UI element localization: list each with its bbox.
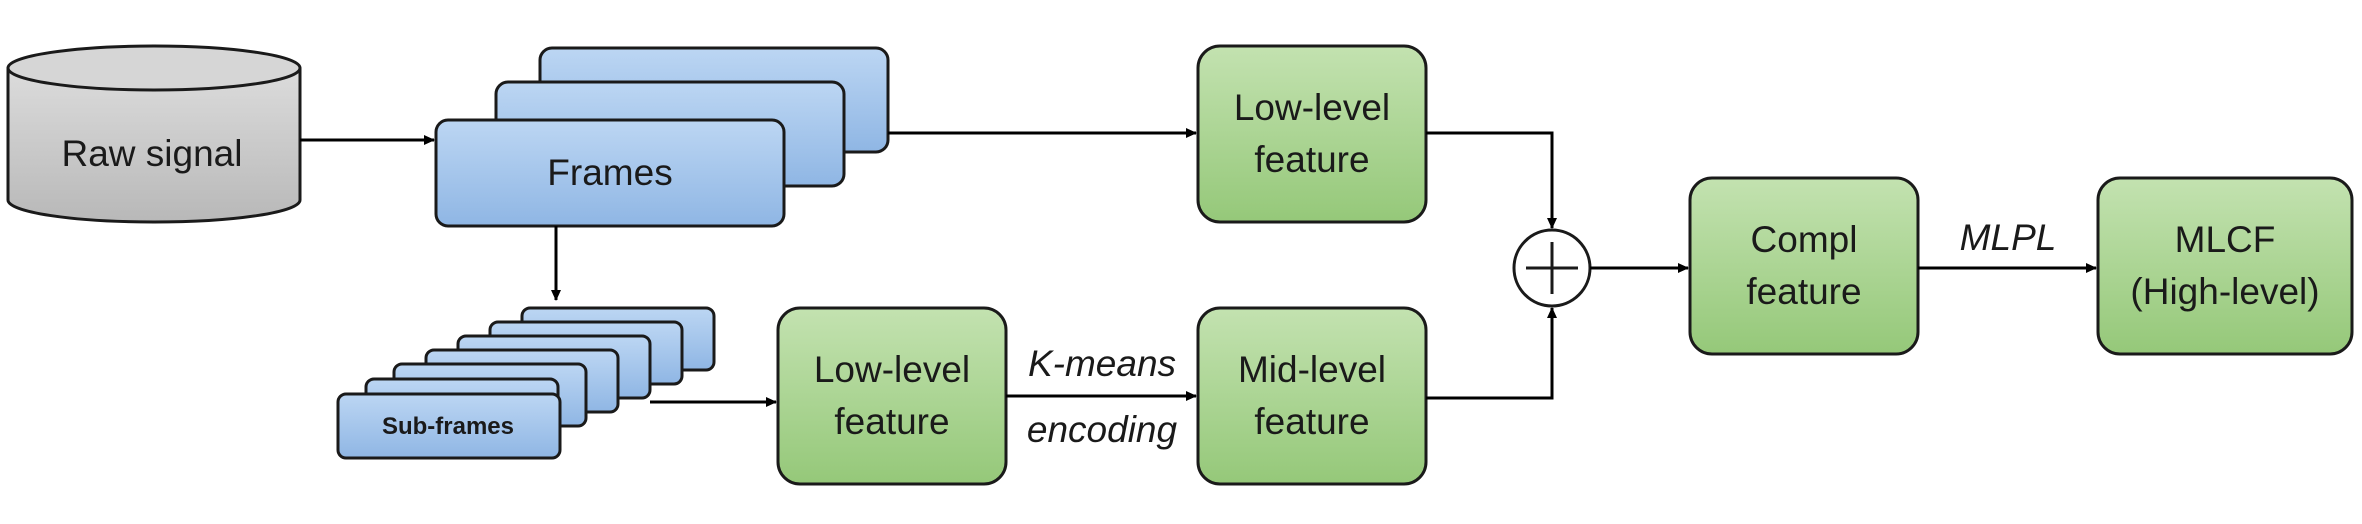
svg-text:feature: feature bbox=[1254, 401, 1369, 442]
mlcf-high-level: MLCF (High-level) bbox=[2096, 176, 2354, 356]
sub-frames-stack: Sub-frames bbox=[336, 306, 716, 460]
svg-text:feature: feature bbox=[1254, 139, 1369, 180]
raw-signal-cylinder: Raw signal bbox=[6, 44, 302, 224]
frames-label: Frames bbox=[547, 152, 672, 193]
sum-circle-icon bbox=[1512, 228, 1592, 308]
svg-text:Mid-level: Mid-level bbox=[1238, 349, 1386, 390]
arrow-midlevel-to-sum bbox=[1426, 307, 1557, 400]
svg-text:(High-level): (High-level) bbox=[2130, 271, 2319, 312]
arrow-lowlevel-to-sum bbox=[1426, 131, 1557, 229]
low-level-feature-bottom: Low-level feature bbox=[776, 306, 1008, 486]
mlpl-label: MLPL bbox=[1960, 217, 2057, 258]
svg-text:MLCF: MLCF bbox=[2175, 219, 2276, 260]
svg-text:feature: feature bbox=[834, 401, 949, 442]
sub-frames-label: Sub-frames bbox=[382, 413, 514, 440]
raw-signal-label: Raw signal bbox=[62, 133, 243, 174]
mid-level-feature: Mid-level feature bbox=[1196, 306, 1428, 486]
encoding-label: encoding bbox=[1027, 409, 1178, 450]
svg-text:Compl: Compl bbox=[1751, 219, 1858, 260]
low-level-feature-top: Low-level feature bbox=[1196, 44, 1428, 224]
frames-stack: Frames bbox=[434, 46, 890, 228]
svg-text:Low-level: Low-level bbox=[814, 349, 970, 390]
kmeans-label: K-means bbox=[1028, 343, 1176, 384]
svg-text:Low-level: Low-level bbox=[1234, 87, 1390, 128]
compl-feature: Compl feature bbox=[1688, 176, 1920, 356]
svg-text:feature: feature bbox=[1746, 271, 1861, 312]
